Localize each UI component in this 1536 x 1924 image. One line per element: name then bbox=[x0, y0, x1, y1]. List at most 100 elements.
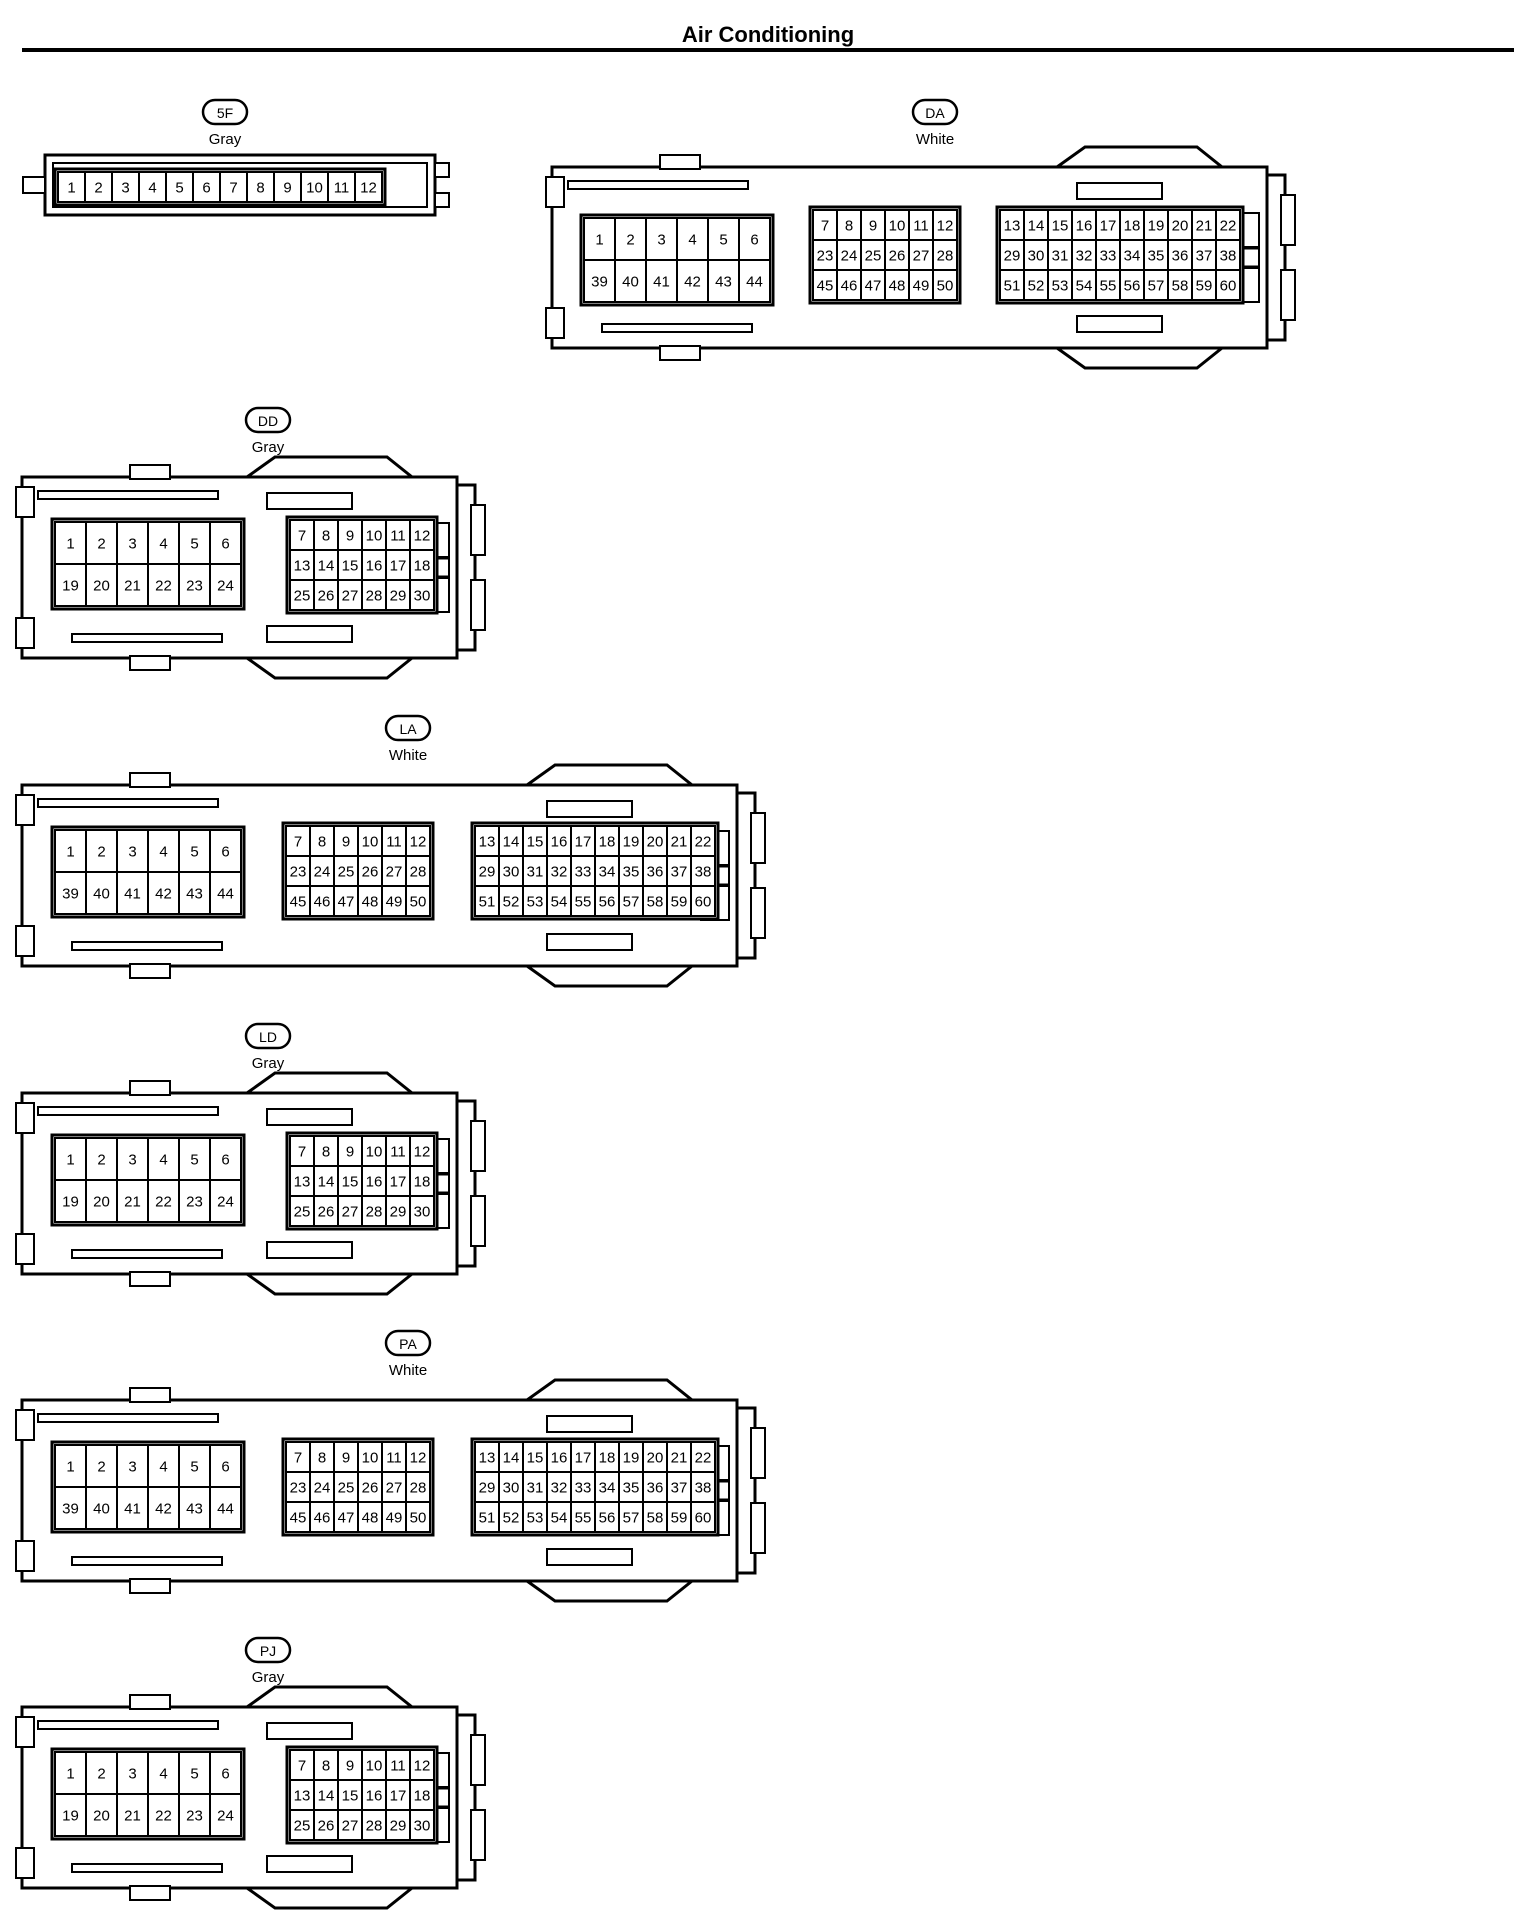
pin-number: 26 bbox=[318, 1818, 335, 1835]
pin-number: 55 bbox=[575, 894, 592, 911]
pin-number: 27 bbox=[342, 1204, 359, 1221]
pin-cell bbox=[209, 1793, 242, 1837]
connector-id-label: LD bbox=[259, 1029, 277, 1045]
lock-slot-bottom bbox=[266, 1241, 353, 1259]
pin-number: 46 bbox=[314, 1510, 331, 1527]
pin-number: 7 bbox=[821, 218, 829, 235]
left-notch-bottom bbox=[15, 1847, 35, 1879]
pin-number: 26 bbox=[362, 864, 379, 881]
pin-number: 6 bbox=[750, 232, 758, 249]
lock-slot-top bbox=[266, 1108, 353, 1126]
pin-cell bbox=[354, 171, 383, 203]
pin-cell bbox=[409, 1135, 435, 1167]
pin-cell bbox=[409, 579, 435, 611]
end-cap-clip-bottom bbox=[470, 1195, 486, 1247]
left-notch-bottom bbox=[15, 1233, 35, 1265]
latch-left bbox=[22, 176, 46, 194]
top-tab bbox=[129, 1387, 171, 1403]
pin-number: 55 bbox=[575, 1510, 592, 1527]
lock-slot-top bbox=[546, 800, 633, 818]
pin-number: 55 bbox=[1100, 278, 1117, 295]
pin-number: 8 bbox=[256, 180, 264, 197]
pin-cell bbox=[85, 1444, 118, 1488]
pin-number: 16 bbox=[366, 1174, 383, 1191]
pin-cell bbox=[357, 885, 383, 917]
pin-number: 23 bbox=[290, 1480, 307, 1497]
bottom-tab bbox=[129, 1578, 171, 1594]
pin-number: 8 bbox=[322, 528, 330, 545]
pin-number: 7 bbox=[294, 834, 302, 851]
pin-cell bbox=[614, 217, 647, 261]
pin-cell bbox=[409, 1749, 435, 1781]
end-cap-clip-bottom bbox=[750, 1502, 766, 1554]
pin-number: 52 bbox=[503, 1510, 520, 1527]
latch-right-top bbox=[434, 162, 450, 178]
pin-number: 20 bbox=[93, 578, 110, 595]
pin-number: 18 bbox=[414, 1788, 431, 1805]
pin-number: 4 bbox=[159, 1766, 167, 1783]
pin-number: 4 bbox=[148, 180, 156, 197]
left-notch-top bbox=[15, 1716, 35, 1748]
left-notch-top bbox=[15, 1102, 35, 1134]
pin-number: 44 bbox=[217, 1501, 234, 1518]
pin-number: 7 bbox=[229, 180, 237, 197]
pin-number: 51 bbox=[1004, 278, 1021, 295]
pin-cell bbox=[618, 1501, 644, 1533]
pin-cell bbox=[309, 1441, 335, 1473]
top-tab bbox=[659, 154, 701, 170]
pin-cell bbox=[676, 259, 709, 303]
pin-number: 42 bbox=[155, 1501, 172, 1518]
pin-cell bbox=[522, 1501, 548, 1533]
end-cap-clip-top bbox=[470, 504, 486, 556]
pin-number: 23 bbox=[817, 248, 834, 265]
pin-cell bbox=[1047, 239, 1073, 271]
pin-number: 18 bbox=[599, 1450, 616, 1467]
pin-cell bbox=[474, 825, 500, 857]
pin-number: 7 bbox=[294, 1450, 302, 1467]
pin-number: 25 bbox=[294, 588, 311, 605]
guide-bar-top bbox=[37, 1106, 219, 1116]
guide-bar-top bbox=[37, 1413, 219, 1423]
pin-number: 29 bbox=[479, 1480, 496, 1497]
pin-cell bbox=[594, 885, 620, 917]
pin-number: 17 bbox=[1100, 218, 1117, 235]
pin-number: 60 bbox=[695, 894, 712, 911]
pin-number: 19 bbox=[1148, 218, 1165, 235]
pin-number: 32 bbox=[1076, 248, 1093, 265]
connector-id-badge bbox=[244, 1022, 292, 1050]
pin-number: 18 bbox=[599, 834, 616, 851]
pin-number: 20 bbox=[1172, 218, 1189, 235]
pin-cell bbox=[522, 885, 548, 917]
pin-number: 54 bbox=[551, 1510, 568, 1527]
pin-number: 11 bbox=[390, 528, 406, 545]
pin-number: 14 bbox=[1028, 218, 1045, 235]
pin-number: 1 bbox=[595, 232, 603, 249]
pin-number: 29 bbox=[390, 1204, 407, 1221]
end-cap-clip-bottom bbox=[470, 1809, 486, 1861]
pin-number: 25 bbox=[338, 864, 355, 881]
pin-cell bbox=[357, 1501, 383, 1533]
pin-cell bbox=[116, 1137, 149, 1181]
pin-number: 28 bbox=[937, 248, 954, 265]
pin-cell bbox=[1095, 269, 1121, 301]
pin-cell bbox=[707, 259, 740, 303]
pin-cell bbox=[309, 885, 335, 917]
pin-cell bbox=[474, 855, 500, 887]
pin-cell bbox=[116, 1444, 149, 1488]
pin-number: 12 bbox=[410, 1450, 427, 1467]
pin-cell bbox=[209, 1751, 242, 1795]
pin-cell bbox=[884, 269, 910, 301]
pin-number: 1 bbox=[66, 1459, 74, 1476]
pin-number: 32 bbox=[551, 864, 568, 881]
pin-number: 45 bbox=[290, 1510, 307, 1527]
pin-number: 28 bbox=[410, 1480, 427, 1497]
